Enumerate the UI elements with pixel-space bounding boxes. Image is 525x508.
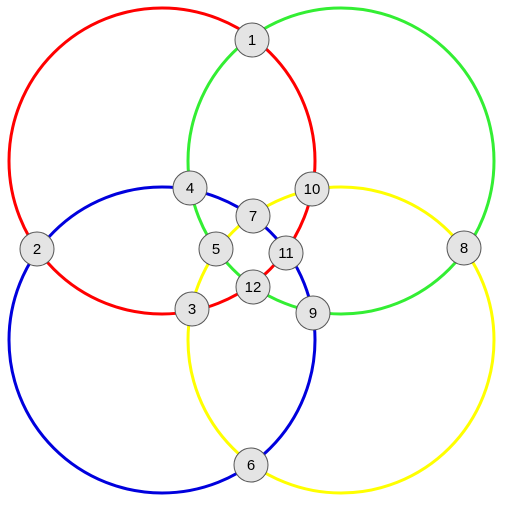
node-11-disc — [268, 235, 304, 271]
node-5-disc — [198, 231, 234, 267]
blue-circle — [7, 185, 317, 495]
circles-layer — [7, 6, 496, 495]
node-12: 12 — [235, 269, 271, 305]
node-8-label: 8 — [460, 240, 468, 257]
node-1-disc — [234, 22, 270, 58]
node-3: 3 — [174, 291, 210, 327]
node-2-disc — [19, 231, 55, 267]
node-1: 1 — [234, 22, 270, 58]
node-11-label: 11 — [278, 245, 294, 262]
node-6-label: 6 — [247, 457, 255, 474]
node-8: 8 — [446, 230, 482, 266]
node-4-disc — [172, 170, 208, 206]
node-9-disc — [295, 295, 331, 331]
node-10-label: 10 — [304, 181, 321, 198]
yellow-circle — [186, 185, 496, 495]
node-10-disc — [294, 171, 330, 207]
node-1-label: 1 — [248, 32, 256, 49]
node-12-disc — [235, 269, 271, 305]
node-5: 5 — [198, 231, 234, 267]
node-2: 2 — [19, 231, 55, 267]
node-4-label: 4 — [186, 180, 194, 197]
node-8-disc — [446, 230, 482, 266]
node-7-label: 7 — [249, 208, 257, 225]
node-9-label: 9 — [309, 305, 317, 322]
node-12-label: 12 — [245, 279, 262, 296]
green-circle — [186, 6, 496, 316]
node-6: 6 — [233, 447, 269, 483]
node-5-label: 5 — [212, 241, 220, 258]
node-7: 7 — [235, 198, 271, 234]
node-10: 10 — [294, 171, 330, 207]
node-9: 9 — [295, 295, 331, 331]
node-3-label: 3 — [188, 301, 196, 318]
red-circle — [7, 6, 317, 316]
node-6-disc — [233, 447, 269, 483]
node-7-disc — [235, 198, 271, 234]
node-11: 11 — [268, 235, 304, 271]
node-2-label: 2 — [33, 241, 41, 258]
node-3-disc — [174, 291, 210, 327]
node-4: 4 — [172, 170, 208, 206]
nodes-layer: 1 2 3 4 5 6 7 — [19, 22, 482, 483]
